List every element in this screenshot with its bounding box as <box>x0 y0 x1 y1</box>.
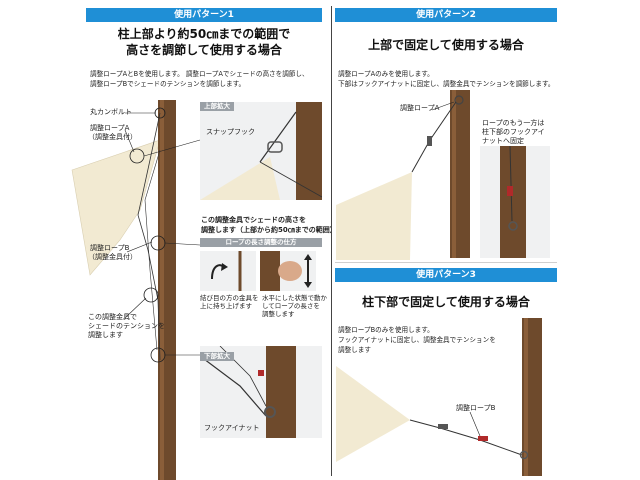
shade-cloth <box>336 172 412 260</box>
wooden-pole <box>522 318 542 476</box>
caption-left-line1: 結び目の方の金具を <box>200 294 259 302</box>
wooden-pole <box>158 100 176 480</box>
rope-a-marker-icon <box>129 148 145 164</box>
pole-highlight <box>160 100 164 480</box>
hook-eye-nut-icon <box>264 406 276 418</box>
caption-right-line2: してロープの長さを <box>262 302 320 310</box>
height-note-line2: 調整します（上部から約50㎝までの範囲） <box>201 226 337 234</box>
pattern3-desc-line1: 調整ロープBのみを使用します。 <box>338 326 434 334</box>
pattern2-title: 上部で固定して使用する場合 <box>368 38 524 52</box>
pattern3-rope-label: 調整ロープB <box>456 404 496 412</box>
length-photo-right <box>260 251 316 291</box>
pattern3-title: 柱下部で固定して使用する場合 <box>362 295 530 309</box>
zoom-bottom-header: 下部拡大 <box>200 352 234 361</box>
callout-rope-b-line1: 調整ロープB <box>90 244 130 252</box>
hook-eye-nut-icon <box>508 221 518 231</box>
shade-cloth <box>336 366 410 462</box>
zoom-bottom-label: フックアイナット <box>204 424 260 432</box>
pattern2-header: 使用パターン2 <box>335 8 557 22</box>
pattern3-desc-line3: 調整します <box>338 346 371 354</box>
callout-tension-line3: 調整します <box>88 331 123 339</box>
length-header: ロープの長さ調整の仕方 <box>200 238 322 247</box>
height-note-line1: この調整金具でシェードの高さを <box>201 216 306 224</box>
zoom-top-label: スナップフック <box>206 128 255 136</box>
pattern2-desc-line2: 下部はフックアイナットに固定し、調整金具でテンションを調節します。 <box>338 80 555 88</box>
callout-tension-line2: シェードのテンションを <box>88 322 165 330</box>
pattern2-note-line3: ナットへ固定 <box>482 137 524 145</box>
wooden-pole <box>450 90 470 258</box>
caption-left-line2: 上に持ち上げます <box>200 302 252 310</box>
callout-eyebolt: 丸カンボルト <box>90 108 132 116</box>
rope-b-line <box>144 149 161 351</box>
snap-hook-icon <box>267 141 283 153</box>
pattern2-inset <box>480 146 550 258</box>
callout-rope-b-line2: （調整金具付） <box>88 253 137 261</box>
pattern1-header: 使用パターン1 <box>86 8 322 22</box>
caption-right-line1: 水平にした状態で動か <box>262 294 327 302</box>
callout-tension-line1: この調整金具で <box>88 313 137 321</box>
callout-rope-a-line2: （調整金具付） <box>88 133 137 141</box>
pattern3-desc-line2: フックアイナットに固定し、調整金具でテンションを <box>338 336 496 344</box>
caption-right-line3: 調整します <box>262 310 295 318</box>
pattern1-desc-line1: 調整ロープAとBを使用します。 調整ロープAでシェードの高さを調節し、 <box>90 70 309 78</box>
pattern1-title-line1: 柱上部より約50㎝までの範囲で <box>117 27 291 41</box>
tension-adjuster-marker-icon <box>143 287 159 303</box>
pattern2-note-line2: 柱下部のフックアイ <box>482 128 545 136</box>
pattern2-rope-label: 調整ロープA <box>400 104 440 112</box>
eyebolt-marker-icon <box>154 107 166 119</box>
zoom-top-header: 上部拡大 <box>200 102 234 111</box>
bottom-marker-icon <box>150 347 166 363</box>
pattern-divider <box>335 262 557 263</box>
height-adjuster-marker-icon <box>150 235 166 251</box>
center-divider <box>331 6 332 476</box>
pattern1-desc-line2: 調整ロープBでシェードのテンションを調節します。 <box>90 80 246 88</box>
length-photo-left <box>200 251 256 291</box>
pattern3-header: 使用パターン3 <box>335 268 557 282</box>
pattern2-note-line1: ロープのもう一方は <box>482 119 545 127</box>
zoom-bottom-panel <box>200 346 322 438</box>
zoom-top-panel <box>200 102 322 200</box>
pattern1-title-line2: 高さを調節して使用する場合 <box>126 43 282 57</box>
pattern2-desc-line1: 調整ロープAのみを使用します。 <box>338 70 434 78</box>
callout-rope-a-line1: 調整ロープA <box>90 124 130 132</box>
